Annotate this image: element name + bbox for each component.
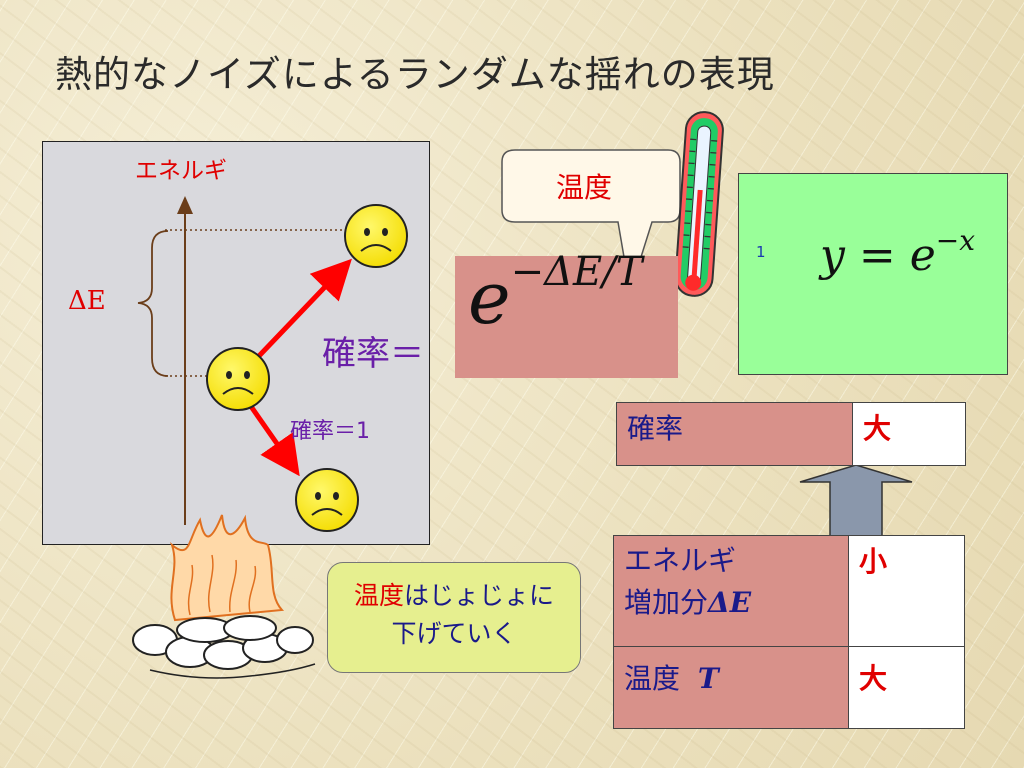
graph-formula: y = e−x — [820, 224, 975, 281]
cooling-note-text: 温度はじょじょに 下げていく — [327, 577, 581, 653]
energy-increment-symbol: ΔE — [708, 586, 752, 619]
cooling-note-line2: 下げていく — [391, 619, 517, 648]
conditions-table: エネルギ 増加分ΔE 小 温度 T 大 — [613, 535, 965, 729]
graph-formula-lhs: y — [820, 230, 845, 281]
formula-exponent: −ΔE/T — [510, 249, 643, 295]
cooling-note-line1: はじょじょに — [404, 581, 555, 610]
page-title: 熱的なノイズによるランダムな揺れの表現 — [55, 53, 775, 96]
energy-increment-value: 小 — [859, 545, 888, 578]
cooling-note-highlight: 温度 — [353, 581, 404, 610]
energy-increment-label-cell: エネルギ 増加分ΔE — [613, 535, 849, 647]
formula-base: e — [468, 256, 511, 340]
sad-face-icon — [206, 347, 270, 411]
graph-formula-eq: = — [844, 230, 910, 281]
temperature-row-value: 大 — [859, 662, 888, 695]
cooling-note-box — [327, 562, 581, 673]
down-transition-arrow — [247, 403, 300, 477]
probability-prefix: 確率＝ — [322, 334, 424, 374]
up-transition-arrow — [256, 258, 352, 359]
graph-formula-exp: −x — [935, 224, 976, 257]
probability-table: 確率 大 — [616, 402, 966, 466]
temperature-callout-text: 温度 — [556, 171, 613, 204]
boltzmann-formula: e−ΔE/T — [468, 249, 642, 334]
probability-label: 確率 — [627, 412, 684, 445]
temperature-label-cell: 温度 T — [613, 646, 849, 729]
energy-increment-line1: エネルギ — [624, 544, 737, 577]
probability-one-label: 確率＝1 — [290, 419, 370, 444]
thermometer-icon — [674, 111, 724, 297]
probability-label-cell: 確率 — [616, 402, 853, 466]
graph-y-tick-label: 1 — [756, 243, 766, 261]
sad-face-icon — [295, 468, 359, 532]
probability-value: 大 — [863, 412, 892, 445]
graph-formula-base: e — [909, 230, 936, 281]
probability-value-cell: 大 — [852, 402, 966, 466]
temperature-row-symbol: T — [697, 662, 719, 695]
energy-increment-value-cell: 小 — [848, 535, 965, 647]
formula-box — [455, 256, 678, 378]
sad-face-icon — [344, 204, 408, 268]
temperature-row-label: 温度 — [624, 662, 681, 695]
temperature-value-cell: 大 — [848, 646, 965, 729]
up-arrow-icon — [799, 464, 913, 539]
energy-increment-line2: 増加分 — [624, 586, 709, 619]
graph-box — [738, 173, 1008, 375]
delta-e-label: ΔE — [68, 286, 106, 316]
campfire-icon — [132, 514, 316, 679]
delta-e-brace — [137, 230, 169, 377]
energy-axis-label: エネルギ — [135, 158, 227, 184]
